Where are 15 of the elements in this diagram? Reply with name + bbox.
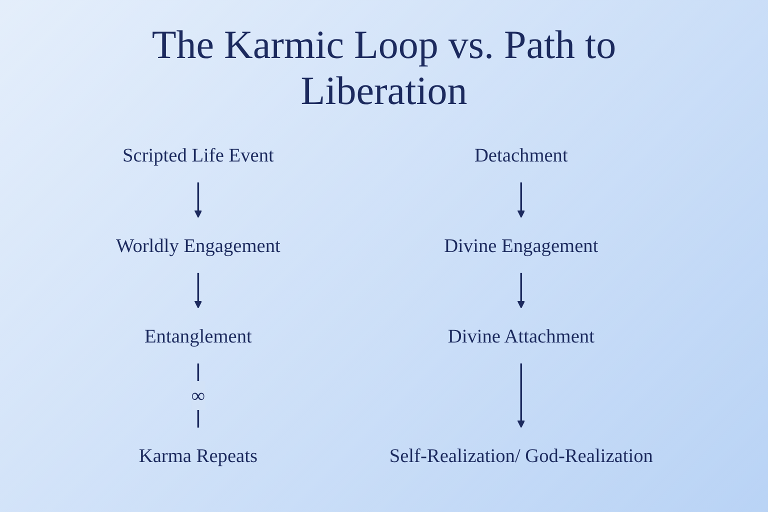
node-text: Detachment bbox=[474, 144, 568, 166]
node-text: Karma Repeats bbox=[138, 444, 258, 466]
node-text: Self-Realization/ God-Realization bbox=[388, 444, 652, 466]
arrow bbox=[516, 363, 525, 428]
arrow bbox=[194, 272, 202, 308]
edge-label: ∞ bbox=[190, 384, 205, 407]
node-text: Divine Attachment bbox=[447, 324, 594, 347]
arrow bbox=[194, 182, 202, 218]
node-text: Scripted Life Event bbox=[122, 144, 274, 166]
node-text: Worldly Engagement bbox=[116, 234, 280, 256]
arrow bbox=[516, 272, 525, 308]
node-text: Divine Engagement bbox=[444, 234, 598, 256]
diagram-title: The Karmic Loop vs. Path to Liberation bbox=[150, 22, 618, 114]
node-text: Entanglement bbox=[144, 324, 252, 347]
arrow bbox=[516, 182, 525, 218]
